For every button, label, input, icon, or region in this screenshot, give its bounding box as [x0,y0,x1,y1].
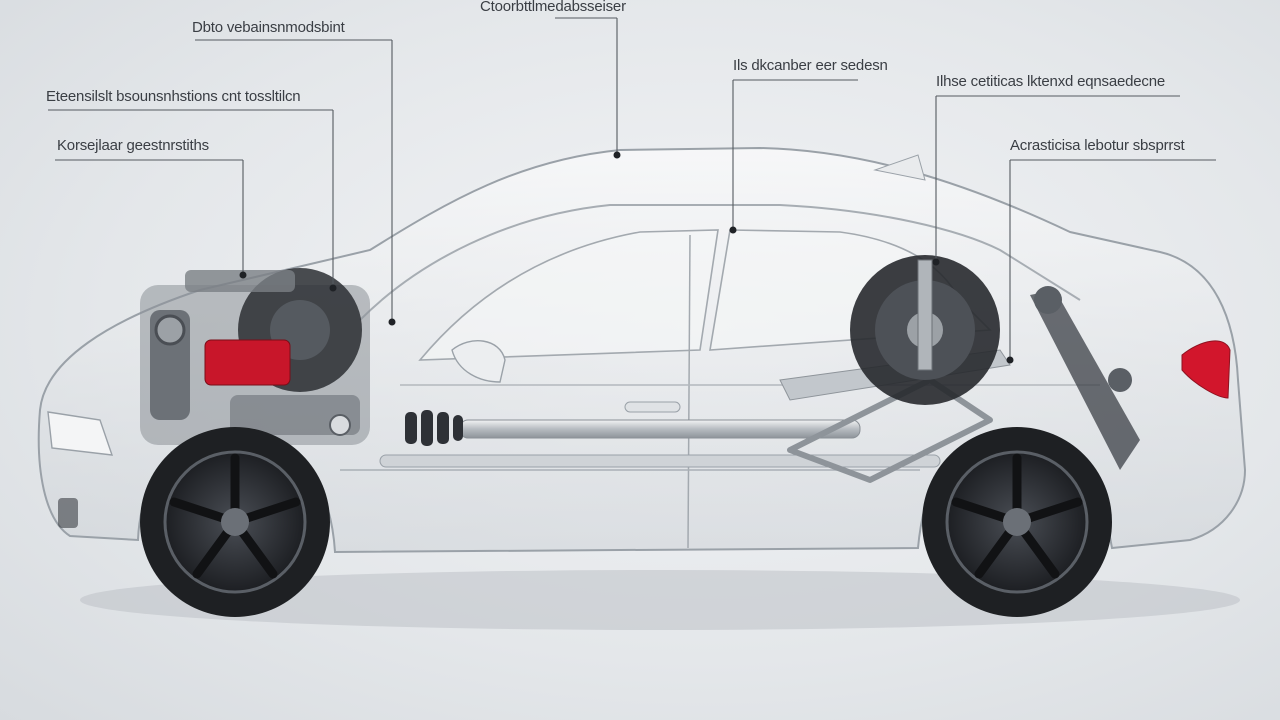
leader-lines [48,17,1216,364]
rear-subframe [787,377,993,483]
front-window [418,229,719,361]
drive-shaft [459,419,861,439]
headlight [47,411,114,456]
side-mirror [451,340,506,383]
door-handle [624,401,681,413]
callout-label-1: Dbto vebainsnmodsbint [192,19,345,36]
taillight [1181,340,1231,399]
callout-label-2: Ctoorbttlmedabsseiser [480,0,626,15]
leader-c3 [729,79,858,234]
door-split [687,234,691,549]
leader-c6 [55,159,247,279]
leader-c2 [555,17,621,159]
greenhouse-outline [359,204,1081,321]
callout-label-4: Eteensilslt bsounsnhstions cnt tossltilc… [46,88,301,105]
callout-label-3: Ils dkcanber eer sedesn [733,57,888,74]
rear-suspension-assembly [850,255,1140,470]
callout-label-7: Acrasticisa lebotur sbsprrst [1010,137,1185,154]
engine-assembly [140,268,370,445]
front-fog-light [58,498,78,528]
exhaust-pipe [379,454,941,468]
callout-label-5: Ilhse cetiticas lktenxd eqnsaedecne [936,73,1165,90]
leader-c4 [48,109,337,292]
callout-label-6: Korsejlaar geestnrstiths [57,137,209,154]
leader-c7 [1006,159,1216,364]
leader-c5 [932,95,1180,266]
leader-c1 [195,39,396,326]
front-wheel [140,427,330,617]
roof-fin [873,154,926,181]
rear-wheel [922,427,1112,617]
cv-boot [405,410,463,446]
